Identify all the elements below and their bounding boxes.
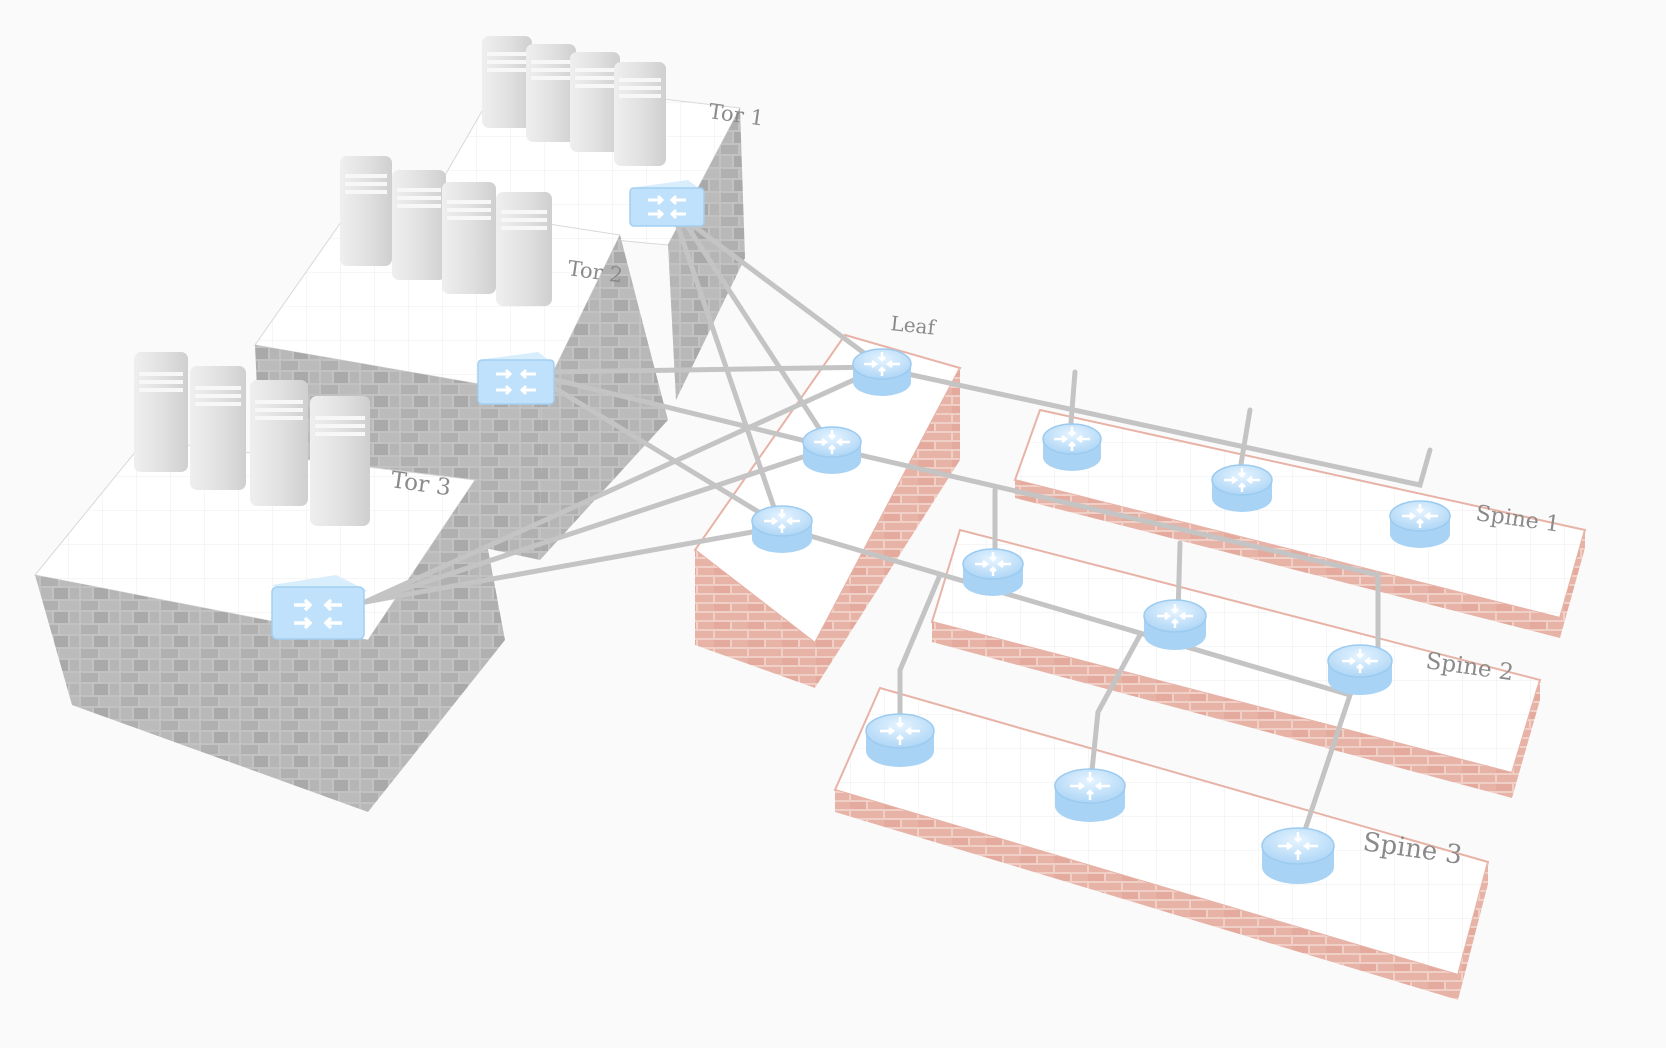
router-icon[interactable] bbox=[803, 427, 861, 474]
server-icon bbox=[250, 380, 308, 506]
router-icon[interactable] bbox=[1212, 465, 1272, 512]
server-icon bbox=[392, 170, 446, 280]
server-icon bbox=[310, 396, 370, 526]
server-icon bbox=[340, 156, 392, 266]
router-icon[interactable] bbox=[752, 506, 812, 553]
server-icon bbox=[442, 182, 496, 294]
router-icon[interactable] bbox=[1043, 424, 1101, 471]
router-icon[interactable] bbox=[853, 349, 911, 396]
server-icon bbox=[482, 36, 532, 128]
router-icon[interactable] bbox=[1144, 600, 1206, 650]
server-icon bbox=[190, 366, 246, 490]
router-icon[interactable] bbox=[963, 549, 1023, 596]
switch-icon[interactable] bbox=[630, 180, 704, 226]
server-icon bbox=[526, 44, 576, 142]
switch-icon[interactable] bbox=[478, 352, 554, 404]
router-icon[interactable] bbox=[1262, 828, 1334, 884]
server-icon bbox=[614, 62, 666, 166]
leaf-label: Leaf bbox=[889, 311, 937, 340]
router-icon[interactable] bbox=[1390, 501, 1450, 548]
server-icon bbox=[496, 192, 552, 306]
router-icon[interactable] bbox=[1328, 645, 1392, 695]
server-icon bbox=[134, 352, 188, 472]
router-icon[interactable] bbox=[1055, 769, 1125, 822]
router-icon[interactable] bbox=[866, 714, 934, 767]
switch-icon[interactable] bbox=[272, 575, 368, 639]
server-icon bbox=[570, 52, 620, 152]
